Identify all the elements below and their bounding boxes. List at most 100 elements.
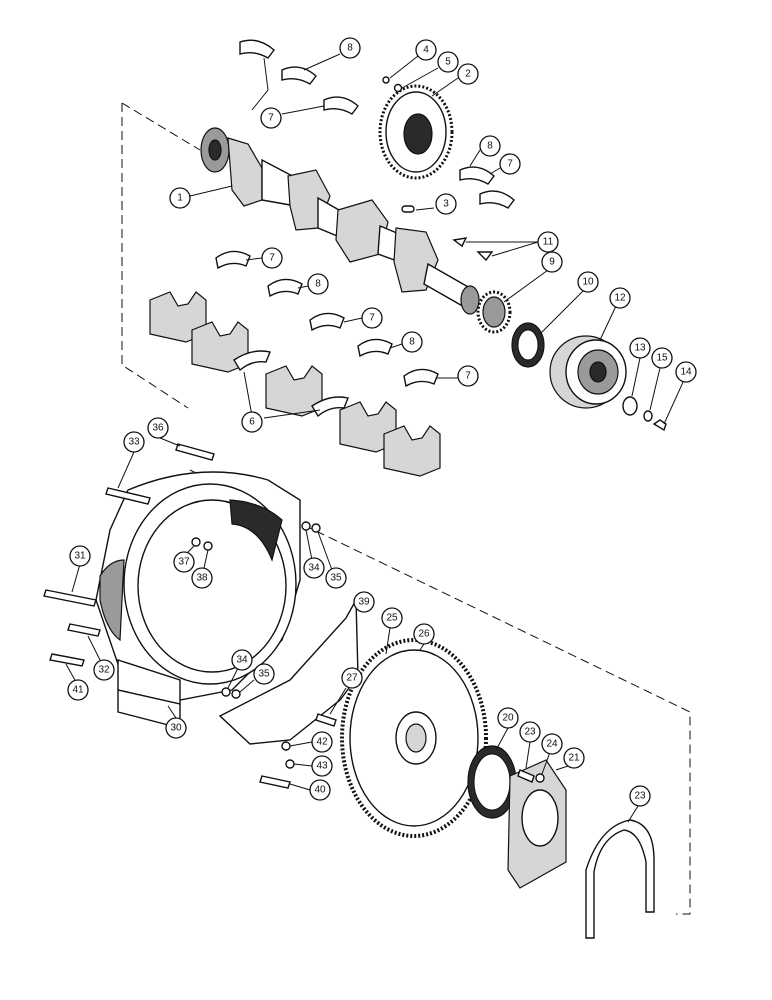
cover-bolt-27	[315, 713, 337, 727]
svg-text:12: 12	[614, 293, 626, 304]
callout-12: 12	[609, 287, 631, 309]
callout-42: 42	[311, 731, 333, 753]
callout-34-lower: 34	[231, 649, 253, 671]
flywheel	[340, 638, 488, 838]
pulley-lockwasher	[643, 410, 653, 422]
svg-text:8: 8	[409, 337, 415, 348]
svg-text:43: 43	[316, 761, 328, 772]
woodruff-key-lower	[476, 251, 494, 262]
svg-text:11: 11	[543, 237, 554, 248]
svg-text:8: 8	[315, 279, 321, 290]
svg-text:7: 7	[507, 159, 513, 170]
callout-8-mid: 8	[307, 273, 329, 295]
front-timing-gear	[476, 290, 512, 334]
svg-text:38: 38	[196, 573, 208, 584]
svg-text:13: 13	[634, 343, 646, 354]
callout-23-gasket: 23	[629, 785, 651, 807]
callout-39: 39	[353, 591, 375, 613]
pulley-bolt	[652, 419, 667, 432]
washer-34-upper	[301, 521, 311, 531]
callout-8-lower: 8	[401, 331, 423, 353]
callout-7-top: 7	[260, 107, 282, 129]
gear-pin	[382, 76, 390, 84]
washer-37	[191, 537, 201, 547]
svg-text:7: 7	[369, 313, 375, 324]
crankshaft	[200, 127, 480, 315]
callout-41: 41	[67, 679, 89, 701]
svg-text:7: 7	[269, 253, 275, 264]
svg-text:15: 15	[656, 353, 668, 364]
callout-20: 20	[497, 707, 519, 729]
washer-34-lower	[221, 687, 231, 697]
front-oil-seal	[511, 322, 545, 368]
housing-bolt-41	[49, 653, 85, 667]
callout-23-bolt: 23	[519, 721, 541, 743]
callout-3: 3	[435, 193, 457, 215]
svg-text:8: 8	[347, 43, 353, 54]
callout-11: 11	[537, 231, 559, 253]
flywheel-housing	[95, 471, 301, 729]
callout-7-right: 7	[499, 153, 521, 175]
svg-text:23: 23	[524, 727, 536, 738]
thrust-washer-b	[311, 396, 349, 418]
callout-38: 38	[191, 567, 213, 589]
callout-34-upper: 34	[303, 557, 325, 579]
callout-31: 31	[69, 545, 91, 567]
callout-36: 36	[147, 417, 169, 439]
nut-35-upper	[311, 523, 321, 533]
retainer-bolt-23	[517, 769, 535, 783]
svg-text:2: 2	[465, 69, 471, 80]
callout-14: 14	[675, 361, 697, 383]
callout-7-mid: 7	[361, 307, 383, 329]
svg-text:34: 34	[308, 563, 320, 574]
upper-assembly-boundary	[121, 102, 201, 409]
lower-assembly-boundary	[189, 469, 691, 915]
housing-bolt-36	[175, 443, 215, 461]
svg-text:26: 26	[418, 629, 430, 640]
svg-text:35: 35	[330, 573, 342, 584]
svg-text:5: 5	[445, 57, 451, 68]
svg-text:14: 14	[680, 367, 692, 378]
callout-26: 26	[413, 623, 435, 645]
svg-text:3: 3	[443, 199, 449, 210]
svg-text:42: 42	[316, 737, 328, 748]
svg-text:23: 23	[634, 791, 646, 802]
woodruff-key-upper	[452, 237, 468, 248]
callout-1: 1	[169, 187, 191, 209]
rear-oil-seal	[467, 745, 517, 819]
svg-text:41: 41	[72, 685, 84, 696]
svg-text:35: 35	[258, 669, 270, 680]
callout-15: 15	[651, 347, 673, 369]
callout-8-top: 8	[339, 37, 361, 59]
svg-text:33: 33	[128, 437, 140, 448]
svg-text:27: 27	[346, 673, 358, 684]
rear-seal-retainer	[507, 759, 567, 889]
part-callouts: 1 2 3 4 5 6 7 7 7 7 7 8 8	[65, 37, 697, 823]
callout-37: 37	[173, 551, 195, 573]
callout-35-upper: 35	[325, 567, 347, 589]
svg-text:24: 24	[546, 739, 558, 750]
callout-43: 43	[311, 755, 333, 777]
callout-7-midleft: 7	[261, 247, 283, 269]
callout-33: 33	[123, 431, 145, 453]
crankshaft-gear	[378, 84, 454, 180]
thrust-washer-a	[233, 350, 271, 372]
retainer-gasket	[585, 819, 655, 939]
svg-text:36: 36	[152, 423, 164, 434]
callout-7-lower: 7	[457, 365, 479, 387]
svg-text:39: 39	[358, 597, 370, 608]
callout-40: 40	[309, 779, 331, 801]
bolt-40	[259, 775, 291, 789]
svg-text:21: 21	[568, 753, 580, 764]
washer-42	[281, 741, 291, 751]
svg-text:7: 7	[268, 113, 274, 124]
svg-text:7: 7	[465, 371, 471, 382]
svg-text:9: 9	[549, 257, 555, 268]
callout-24: 24	[541, 733, 563, 755]
retainer-washer-24	[535, 773, 545, 783]
svg-text:31: 31	[74, 551, 86, 562]
nut-35-lower	[231, 689, 241, 699]
callout-35-lower: 35	[253, 663, 275, 685]
callout-32: 32	[93, 659, 115, 681]
